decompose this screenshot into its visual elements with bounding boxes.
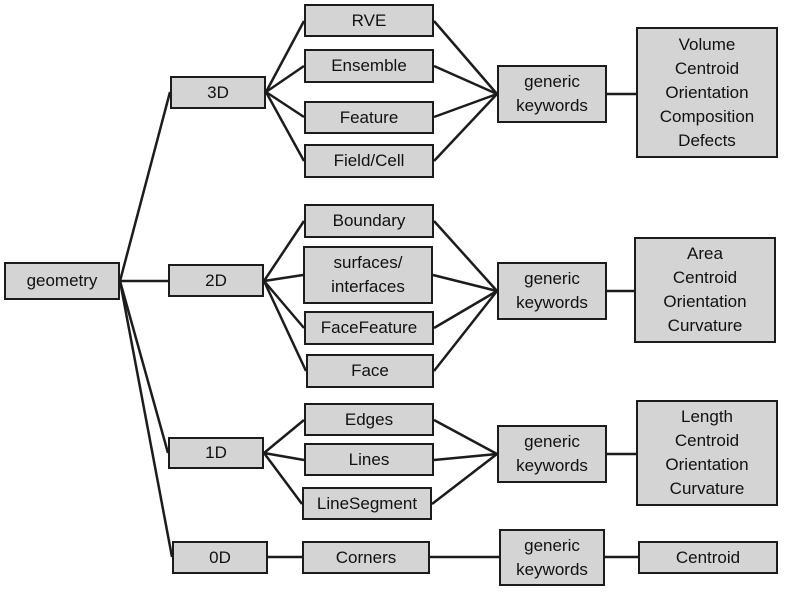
keywords-line: generic [524,432,580,451]
keywords-line: keywords [516,456,588,475]
attribute-item: Orientation [665,82,749,102]
attribute-item: Centroid [675,547,741,567]
connector-rve-to-keywords [433,20,498,95]
keywords-line: keywords [516,559,588,579]
entity-label: Field/Cell [333,151,405,170]
dimension-node-2d: 2D [168,264,264,297]
attribute-item: Centroid [672,268,738,287]
connector-1d-to-lines [263,451,305,462]
connector-feature-to-keywords [433,92,498,119]
geometry-node-label: geometry [26,271,98,290]
connector-3d-to-ensemble [265,64,305,94]
connector-root-to-1d [118,280,170,454]
connector-2d-to-face [262,280,308,372]
entity-label: LineSegment [316,493,418,513]
attribute-item: Length [681,407,733,426]
attribute-item: Orientation [665,455,749,474]
connector-root-to-0d [118,280,174,558]
connector-3d-to-feature [265,90,305,119]
connector-field-cell-to-keywords [433,93,498,162]
entity-label: RVE [351,10,387,30]
entity-label: Ensemble [331,56,407,75]
dimension-node-0d: 0D [172,541,268,574]
keywords-line: keywords [516,293,588,312]
connector-ensemble-to-keywords [433,64,498,96]
attribute-list-1d: Length Centroid Orientation Curvature [636,400,778,506]
entity-node-boundary: Boundary [304,204,434,238]
connector-edges-to-keywords [433,418,498,456]
keywords-line: keywords [516,96,588,115]
dimension-label: 3D [207,82,229,102]
geometry-node: geometry [4,262,120,300]
entity-node-ensemble: Ensemble [304,49,434,83]
entity-label: Boundary [332,211,406,230]
keywords-line: generic [524,535,580,555]
dimension-node-3d: 3D [170,76,266,109]
entity-label: Edges [344,409,394,429]
attribute-item: Centroid [674,58,740,78]
connector-2d-to-boundary [262,220,306,282]
connector-lines-to-keywords [433,452,498,462]
attribute-item: Volume [678,34,736,54]
connector-boundary-to-keywords [433,220,498,292]
connector-2d-to-surfaces [263,273,304,283]
connector-1d-to-edges [263,419,305,454]
connector-facefeature-to-keywords [433,289,498,330]
entity-label: Corners [335,547,397,567]
connector-root-to-3d [118,91,172,282]
entity-label: Face [351,361,389,380]
entity-node-surfaces-interfaces: surfaces/ interfaces [303,246,433,304]
entity-node-edges: Edges [304,403,434,436]
entity-label: Feature [339,107,399,127]
keywords-line: generic [524,72,580,91]
entity-node-feature: Feature [304,101,434,134]
attribute-list-2d: Area Centroid Orientation Curvature [634,237,776,343]
entity-node-face: Face [306,354,434,388]
attribute-item: Curvature [669,479,745,498]
generic-keywords-node-1d: generic keywords [497,425,607,483]
connector-1d-to-linesegment [262,452,304,505]
entity-node-rve: RVE [304,4,434,37]
dimension-label: 1D [205,443,227,462]
connector-3d-to-field-cell [264,91,306,162]
generic-keywords-node-3d: generic keywords [497,65,607,123]
connector-face-to-keywords [433,290,498,372]
generic-keywords-node-2d: generic keywords [497,262,607,320]
connector-linesegment-to-keywords [431,453,498,505]
dimension-node-1d: 1D [168,437,264,469]
entity-label: surfaces/ interfaces [331,253,405,296]
dimension-label: 2D [205,270,227,290]
attribute-item: Composition [659,106,755,126]
entity-label: Lines [348,449,390,469]
attribute-item: Defects [678,130,736,150]
entity-node-field-cell: Field/Cell [304,144,434,178]
connector-2d-to-facefeature [263,280,305,329]
connector-surfaces-to-keywords [432,273,498,293]
attribute-item: Centroid [674,431,740,450]
attribute-list-0d: Centroid [638,541,778,574]
entity-node-facefeature: FaceFeature [304,311,434,345]
entity-node-lines: Lines [304,443,434,476]
entity-label: FaceFeature [320,318,418,337]
attribute-item: Orientation [663,292,747,311]
attribute-item: Curvature [667,316,743,335]
attribute-list-3d: Volume Centroid Orientation Composition … [636,27,778,158]
dimension-label: 0D [209,547,231,567]
entity-node-linesegment: LineSegment [302,487,432,520]
attribute-item: Area [687,244,723,263]
generic-keywords-node-0d: generic keywords [499,529,605,586]
connector-3d-to-rve [264,20,306,93]
keywords-line: generic [524,269,580,288]
entity-node-corners: Corners [302,541,430,574]
